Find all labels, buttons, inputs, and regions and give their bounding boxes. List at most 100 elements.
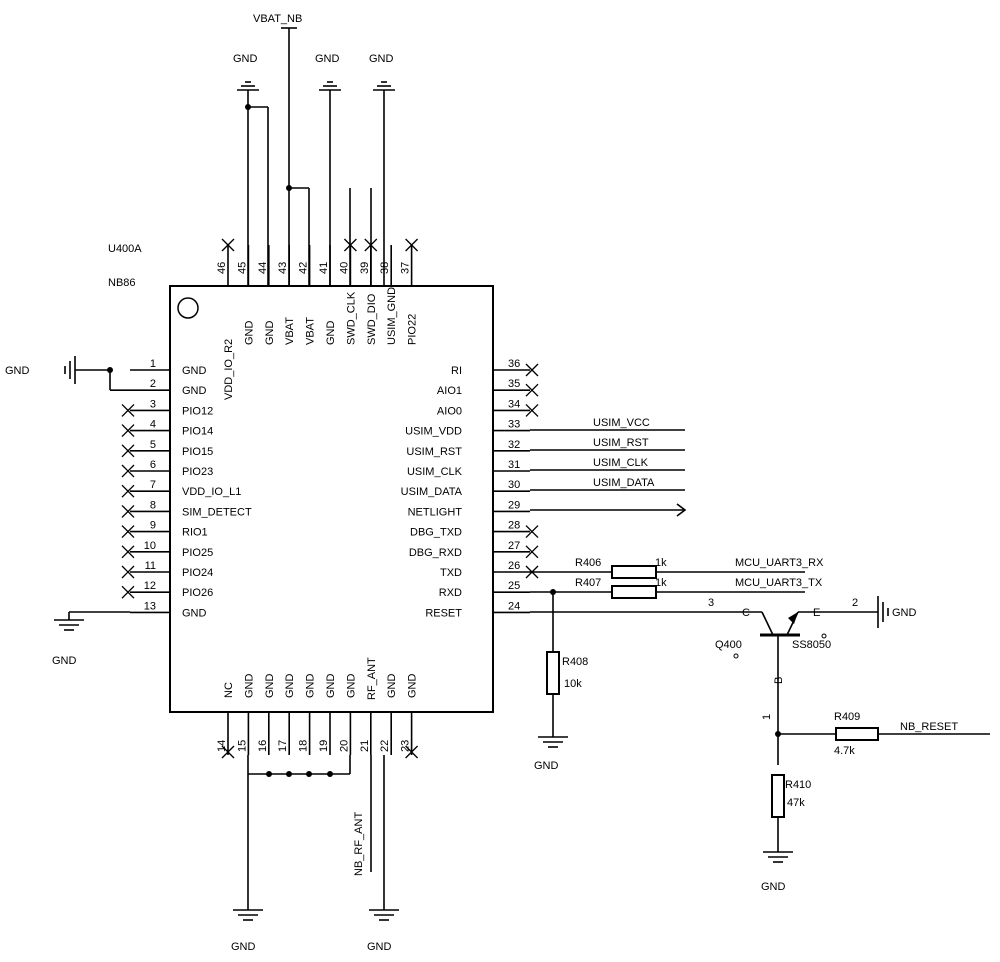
q400-b-label: B — [773, 677, 785, 684]
pin-number: 44 — [257, 262, 269, 274]
pin-label: DBG_RXD — [409, 547, 462, 559]
pin-number: 27 — [508, 540, 520, 552]
pin-label: RESET — [425, 607, 462, 619]
pin-number: 37 — [400, 262, 412, 274]
pin-number: 6 — [150, 459, 156, 471]
net-uart-tx: MCU_UART3_TX — [735, 577, 823, 589]
pin-label: RF_ANT — [366, 657, 378, 700]
bottom-wiring: NB_RF_ANT — [247, 755, 385, 910]
pin-number: 11 — [145, 560, 156, 572]
q400-pin-e-num: 2 — [852, 597, 858, 609]
pin-label: PIO22 — [407, 314, 419, 345]
net-nb-reset: NB_RESET — [900, 721, 958, 733]
r407-value: 1k — [655, 577, 667, 589]
pin-label: USIM_DATA — [401, 486, 463, 498]
pin-number: 40 — [338, 262, 350, 274]
net-usim-rst: USIM_RST — [593, 437, 649, 449]
net-uart-rx: MCU_UART3_RX — [735, 557, 824, 569]
r409-ref: R409 — [834, 711, 860, 723]
q400-e-label: E — [813, 607, 820, 619]
top-wiring: VBAT_NB — [245, 13, 385, 286]
pin-label: USIM_RST — [406, 446, 462, 458]
pin-label: VBAT — [284, 317, 296, 345]
vbat-net-label: VBAT_NB — [253, 13, 302, 25]
pin-number: 39 — [359, 262, 371, 274]
pin-number: 29 — [508, 499, 520, 511]
r410-ref: R410 — [785, 779, 811, 791]
pin-number: 1 — [150, 358, 156, 370]
pin-number: 10 — [144, 540, 156, 552]
pin-number: 9 — [150, 520, 156, 532]
q400-ref: Q400 — [715, 639, 742, 651]
pin-label: GND — [284, 674, 296, 699]
pin-number: 26 — [508, 560, 520, 572]
gnd-emitter: GND — [877, 596, 917, 628]
pin-label: RIO1 — [182, 527, 208, 539]
pin-number: 12 — [144, 580, 156, 592]
pin-number: 45 — [236, 262, 248, 274]
net-usim-vcc: USIM_VCC — [593, 417, 650, 429]
pin-number: 17 — [277, 740, 289, 752]
pin-label: SWD_CLK — [345, 291, 357, 345]
pin-number: 2 — [150, 378, 156, 390]
pin-number: 8 — [150, 499, 156, 511]
pin-number: 33 — [508, 419, 520, 431]
left-wiring — [68, 367, 130, 620]
pin-number: 36 — [508, 358, 520, 370]
pin-label: GND — [407, 674, 419, 699]
pin-number: 3 — [150, 398, 156, 410]
pin-label: RI — [451, 365, 462, 377]
pin-label: PIO26 — [182, 587, 213, 599]
pin-number: 35 — [508, 378, 520, 390]
pin-label: GND — [243, 321, 255, 346]
pin-label: GND — [305, 674, 317, 699]
r406-body — [611, 565, 657, 579]
pin1-marker — [177, 297, 199, 319]
r410-body — [771, 774, 785, 818]
pin-label: USIM_GND — [386, 287, 398, 345]
gnd-label: GND — [231, 941, 256, 953]
pin-number: 15 — [236, 740, 248, 752]
ic-body — [169, 285, 494, 713]
right-wiring: USIM_VCC USIM_RST USIM_CLK USIM_DATA R40… — [530, 417, 990, 852]
pin-label: AIO1 — [437, 385, 462, 397]
pin-number: 43 — [277, 262, 289, 274]
pin-number: 34 — [508, 398, 520, 410]
pin-label: GND — [386, 674, 398, 699]
pin-label: PIO24 — [182, 567, 213, 579]
pin-label: AIO0 — [437, 405, 462, 417]
gnd-left-2: GND — [52, 619, 84, 667]
pin-label: GND — [264, 321, 276, 346]
pin-label: RXD — [439, 587, 462, 599]
pin-number: 5 — [150, 439, 156, 451]
gnd-label: GND — [315, 53, 340, 65]
pin-number: 18 — [298, 740, 310, 752]
gnd-r408: GND — [534, 736, 568, 772]
pin-number: 24 — [508, 600, 520, 612]
pin-label: GND — [345, 674, 357, 699]
gnd-label: GND — [761, 881, 786, 893]
gnd-top-2: GND — [315, 53, 341, 91]
pin-number: 7 — [150, 479, 156, 491]
net-rf-ant: NB_RF_ANT — [353, 812, 365, 876]
r410-value: 47k — [787, 797, 805, 809]
q400-part: SS8050 — [792, 639, 831, 651]
pin-label: GND — [325, 321, 337, 346]
pin-number: 20 — [338, 740, 350, 752]
pin-number: 30 — [508, 479, 520, 491]
pin-label: GND — [182, 607, 207, 619]
gnd-label: GND — [367, 941, 392, 953]
net-usim-clk: USIM_CLK — [593, 457, 649, 469]
pin-number: 19 — [318, 740, 330, 752]
chip-part: NB86 — [108, 277, 136, 289]
ground-symbols: GND GND GND GND GND GND GND GND — [5, 53, 917, 953]
pin-number: 16 — [257, 740, 269, 752]
net-usim-data: USIM_DATA — [593, 477, 655, 489]
ic-pins: 1GND2GND3PIO124PIO145PIO156PIO237VDD_IO_… — [110, 238, 539, 759]
gnd-r410: GND — [761, 851, 793, 893]
pin-number: 32 — [508, 439, 520, 451]
gnd-bottom-1: GND — [231, 909, 263, 953]
pin-label: SWD_DIO — [366, 293, 378, 345]
gnd-top-1: GND — [233, 53, 259, 91]
pin-label: TXD — [440, 567, 462, 579]
